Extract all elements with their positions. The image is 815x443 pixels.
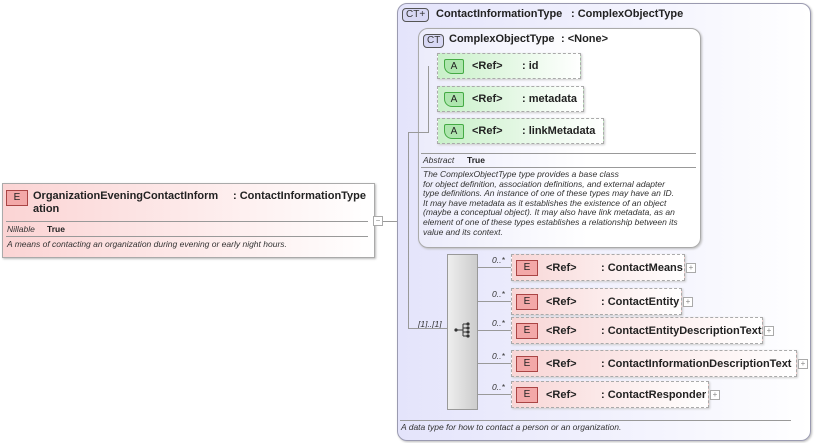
- element-multiplicity: 0..*: [492, 318, 505, 328]
- element-connector: [477, 363, 511, 364]
- expand-button[interactable]: +: [683, 297, 693, 307]
- base-type-name: ComplexObjectType: [449, 33, 555, 45]
- complex-type-description: A data type for how to contact a person …: [401, 422, 622, 432]
- attribute-badge: A: [444, 58, 464, 74]
- divider: [421, 153, 696, 154]
- sequence-icon: [454, 322, 470, 338]
- ref-label: <Ref>: [546, 261, 577, 274]
- base-type-badge: CT: [423, 34, 445, 48]
- abstract-label: Abstract: [423, 155, 455, 165]
- element-connector: [477, 330, 511, 331]
- element-multiplicity: 0..*: [492, 289, 505, 299]
- nillable-value: True: [47, 224, 65, 234]
- child-element[interactable]: E <Ref> : ContactEntityDescriptionText: [511, 317, 763, 344]
- attribute-name: : metadata: [522, 93, 578, 105]
- child-element[interactable]: E <Ref> : ContactInformationDescriptionTex…: [511, 350, 797, 377]
- nillable-label: Nillable: [7, 224, 35, 234]
- abstract-value: True: [467, 155, 485, 165]
- divider: [421, 167, 696, 168]
- ref-label: <Ref>: [472, 60, 503, 72]
- ref-label: <Ref>: [546, 357, 577, 370]
- tree-connector: [408, 132, 409, 328]
- root-element-box[interactable]: E OrganizationEveningContactInform : Con…: [2, 183, 375, 258]
- tree-connector: [408, 328, 447, 329]
- complex-type-name: ContactInformationType: [436, 8, 563, 20]
- element-badge: E: [516, 386, 538, 403]
- element-name: : ContactEntityDescriptionText: [601, 324, 762, 337]
- collapse-button[interactable]: −: [373, 216, 383, 226]
- description-line: for object definition, association defin…: [423, 178, 665, 189]
- tree-connector: [408, 132, 429, 133]
- element-connector: [477, 394, 511, 395]
- attribute-badge: A: [444, 91, 464, 107]
- root-element-type: : ContactInformationType: [233, 190, 367, 202]
- element-badge: E: [516, 322, 538, 339]
- root-element-name: OrganizationEveningContactInform: [33, 190, 219, 202]
- ref-label: <Ref>: [546, 324, 577, 337]
- sequence-box[interactable]: [447, 254, 478, 410]
- element-multiplicity: 0..*: [492, 351, 505, 361]
- attribute-linkmetadata[interactable]: A <Ref> : linkMetadata: [437, 118, 604, 144]
- element-badge: E: [516, 293, 538, 310]
- description-line: value and its context.: [423, 226, 503, 237]
- expand-button[interactable]: +: [710, 390, 720, 400]
- connector: [383, 221, 397, 222]
- expand-button[interactable]: +: [686, 263, 696, 273]
- description-line: type definitions. An instance of one of …: [423, 188, 675, 199]
- ref-label: <Ref>: [546, 295, 577, 308]
- element-multiplicity: 0..*: [492, 255, 505, 265]
- ref-label: <Ref>: [472, 93, 503, 105]
- element-connector: [477, 301, 511, 302]
- complex-type-badge: CT+: [402, 8, 430, 22]
- attribute-connector: [428, 66, 429, 132]
- attribute-name: : id: [522, 60, 539, 72]
- attribute-badge: A: [444, 123, 464, 139]
- element-name: : ContactResponder: [601, 388, 707, 401]
- child-element[interactable]: E <Ref> : ContactMeans: [511, 254, 685, 281]
- element-badge: E: [516, 355, 538, 372]
- complex-type-base: : ComplexObjectType: [571, 8, 684, 20]
- root-element-name-wrap: ation: [33, 203, 60, 215]
- element-connector: [477, 267, 511, 268]
- ref-label: <Ref>: [472, 125, 503, 137]
- child-element[interactable]: E <Ref> : ContactResponder: [511, 381, 709, 408]
- root-element-description: A means of contacting an organization du…: [7, 239, 287, 249]
- divider: [6, 221, 368, 222]
- description-line: element of one of these types establishe…: [423, 216, 678, 227]
- base-type-description: The ComplexObjectType type provides a ba…: [423, 169, 698, 237]
- ref-label: <Ref>: [546, 388, 577, 401]
- divider: [400, 420, 791, 421]
- element-badge: E: [516, 259, 538, 276]
- attribute-name: : linkMetadata: [522, 125, 596, 137]
- divider: [6, 236, 368, 237]
- expand-button[interactable]: +: [798, 359, 808, 369]
- attribute-id[interactable]: A <Ref> : id: [437, 53, 581, 79]
- expand-button[interactable]: +: [764, 326, 774, 336]
- element-name: : ContactEntity: [601, 295, 680, 308]
- attribute-metadata[interactable]: A <Ref> : metadata: [437, 86, 584, 112]
- element-name: : ContactInformationDescriptionText: [601, 357, 792, 370]
- sequence-multiplicity: [1]..[1]: [418, 319, 442, 329]
- description-line: The ComplexObjectType type provides a ba…: [423, 169, 619, 179]
- description-line: (maybe a conceptual object). It may also…: [423, 207, 675, 218]
- description-line: It may have metadata as it establishes t…: [423, 197, 667, 208]
- element-name: : ContactMeans: [601, 261, 683, 274]
- element-multiplicity: 0..*: [492, 382, 505, 392]
- base-type-base: : <None>: [561, 33, 609, 45]
- element-badge: E: [6, 190, 28, 206]
- child-element[interactable]: E <Ref> : ContactEntity: [511, 288, 682, 315]
